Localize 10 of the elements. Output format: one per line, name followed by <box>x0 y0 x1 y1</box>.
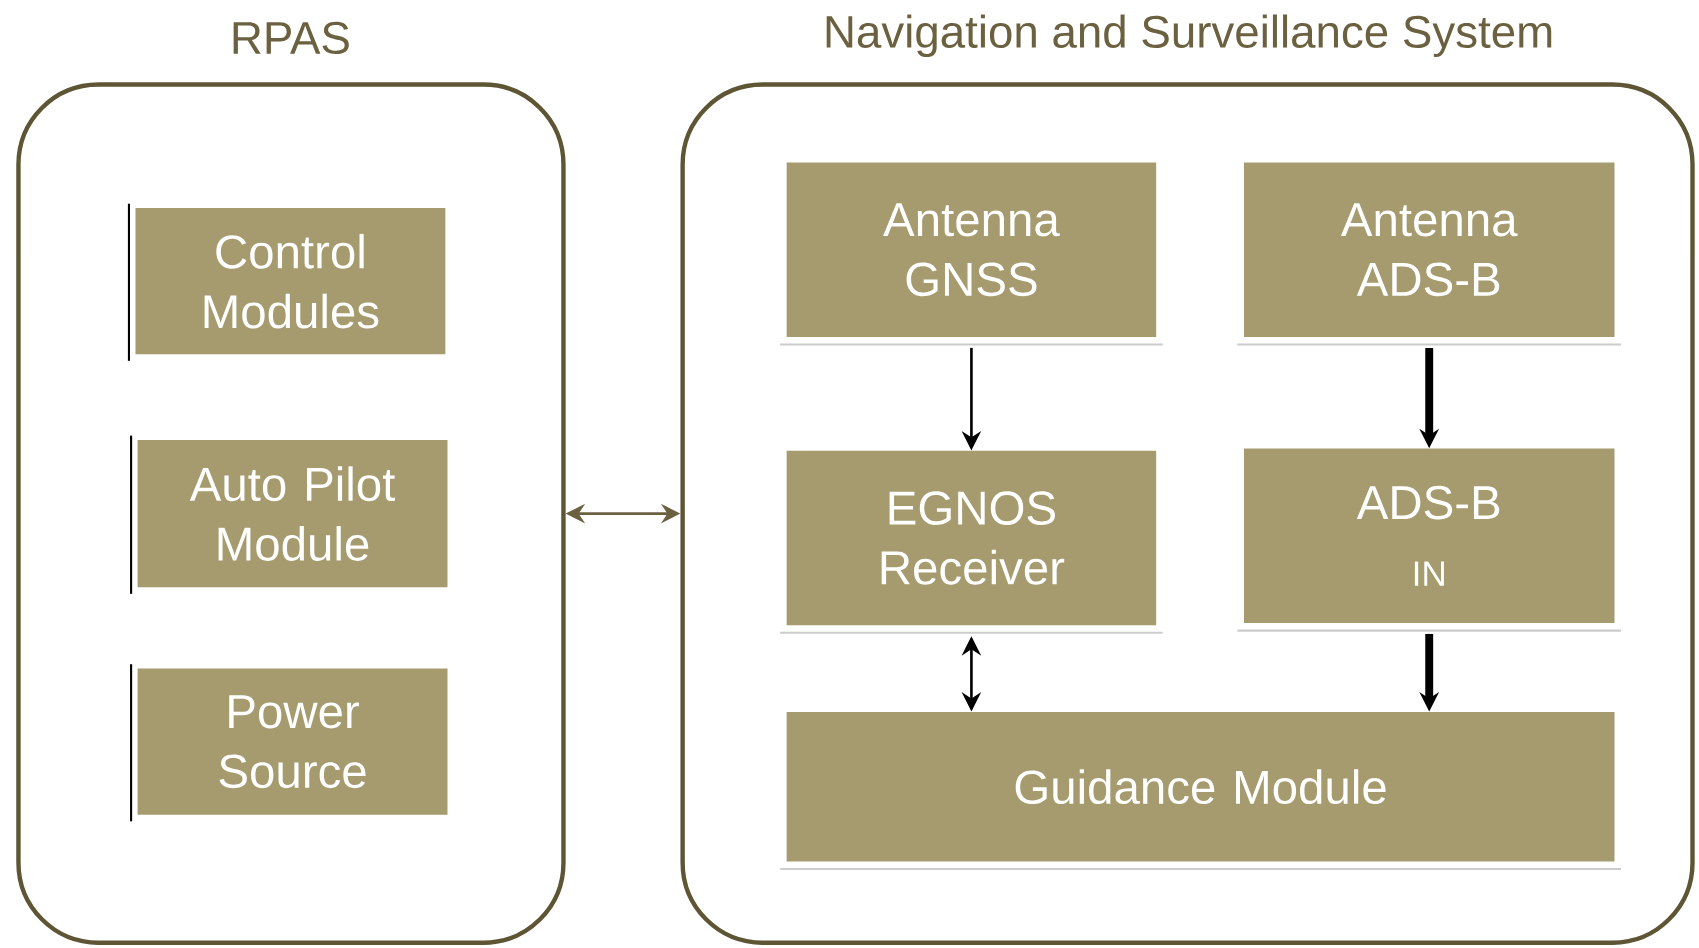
process-box: Power Source <box>130 664 448 822</box>
process-box: Antenna GNSS <box>780 162 1163 346</box>
container-title: RPAS <box>233 21 349 55</box>
process-box: Control Modules <box>127 203 446 361</box>
process-box: EGNOS Receiver <box>780 450 1163 634</box>
process-box: ADS-B IN <box>1237 448 1621 632</box>
container-title: Navigation and Surveillance System <box>826 14 1552 57</box>
process-box: Antenna ADS-B <box>1237 162 1621 346</box>
process-box: Guidance Module <box>780 711 1621 871</box>
process-box: Auto Pilot Module <box>130 435 448 594</box>
